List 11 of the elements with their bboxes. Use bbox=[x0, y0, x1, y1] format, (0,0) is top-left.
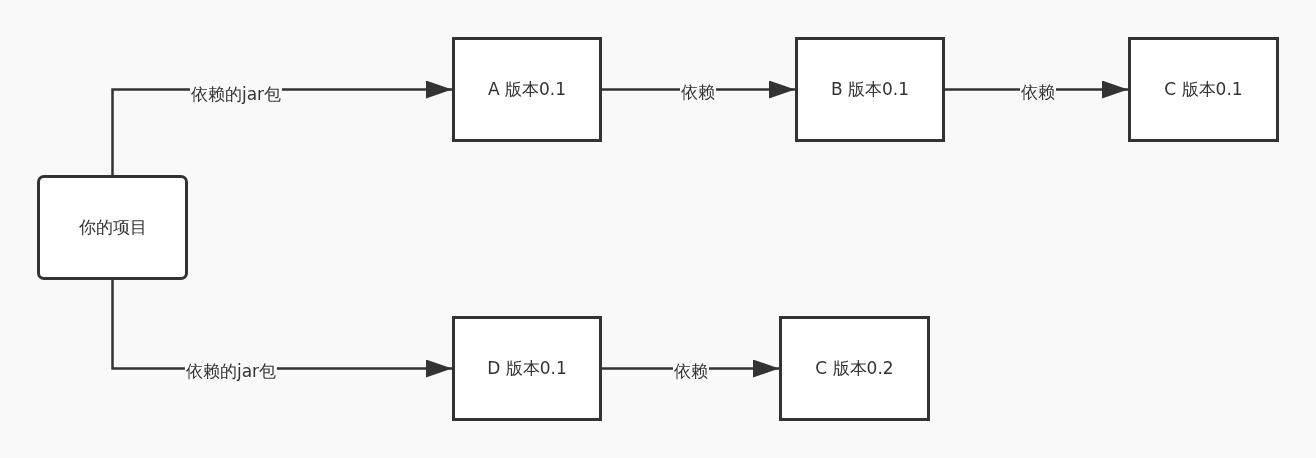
edge-label: 依赖 bbox=[673, 361, 709, 381]
edge-label: 依赖的jar包 bbox=[184, 361, 278, 381]
process-box: A 版本0.1 bbox=[452, 37, 602, 142]
process-box: D 版本0.1 bbox=[452, 316, 602, 421]
process-box: 你的项目 bbox=[37, 175, 188, 280]
edge-label: 依赖的jar包 bbox=[189, 84, 283, 104]
edge-label: 依赖 bbox=[680, 82, 716, 102]
process-box: C 版本0.1 bbox=[1128, 37, 1279, 142]
edge-label: 依赖 bbox=[1020, 82, 1056, 102]
process-box: C 版本0.2 bbox=[779, 316, 930, 421]
process-box: B 版本0.1 bbox=[795, 37, 945, 142]
